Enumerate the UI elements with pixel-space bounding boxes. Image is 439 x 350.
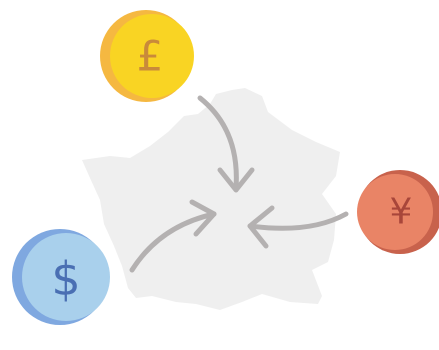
arrow-from-pound-head xyxy=(217,167,255,193)
dollar-symbol: $ xyxy=(51,252,80,306)
arrow-from-pound xyxy=(197,95,239,191)
yen-symbol: ¥ xyxy=(390,192,413,233)
pound-symbol: £ xyxy=(137,32,164,81)
arrows-group xyxy=(129,95,349,273)
dollar-coin-icon: $ xyxy=(12,229,110,325)
arrow-from-yen xyxy=(247,211,349,231)
france-map-silhouette xyxy=(82,88,340,310)
arrow-from-dollar xyxy=(129,211,217,273)
yen-coin-icon: ¥ xyxy=(357,170,439,254)
pound-coin-icon: £ xyxy=(100,10,194,102)
arrow-from-dollar-head xyxy=(189,199,217,237)
arrow-from-yen-head xyxy=(247,205,275,249)
